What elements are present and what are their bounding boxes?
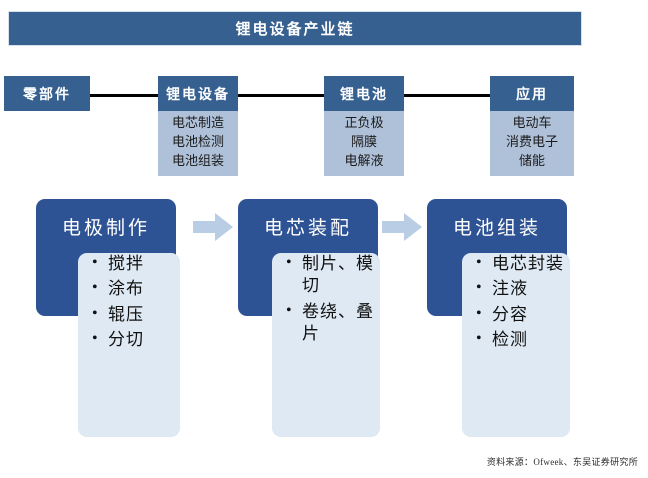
chain-node-head: 零部件: [4, 76, 90, 111]
process-step-1-list: 搅拌 涂布 辊压 分切: [78, 252, 180, 355]
chain-node-head: 锂电设备: [158, 76, 238, 111]
list-item: 卷绕、叠片: [272, 300, 380, 346]
list-item: 辊压: [78, 303, 180, 326]
process-step-title: 电池组装: [452, 218, 541, 239]
page-title-banner: 锂电设备产业链: [8, 11, 582, 46]
chain-node-body: 电芯制造 电池检测 电池组装: [158, 111, 238, 176]
list-item: 注液: [462, 277, 570, 300]
chain-node-item: 隔膜: [350, 133, 377, 149]
list-item: 检测: [462, 328, 570, 351]
chain-node-lithium-battery[interactable]: 锂电池 正负极 隔膜 电解液: [324, 76, 404, 176]
chain-node-item: 电池组装: [171, 152, 224, 168]
right-arrow-icon: [382, 213, 422, 241]
chain-node-body: 正负极 隔膜 电解液: [324, 111, 404, 176]
chain-node-lithium-equipment[interactable]: 锂电设备 电芯制造 电池检测 电池组装: [158, 76, 238, 176]
chain-node-item: 消费电子: [505, 133, 558, 149]
chain-node-item: 电解液: [344, 152, 384, 168]
list-item: 搅拌: [78, 252, 180, 275]
source-note: 资料来源：Ofweek、东吴证券研究所: [486, 457, 638, 467]
list-item: 分容: [462, 303, 570, 326]
chain-node-item: 电池检测: [171, 133, 224, 149]
list-item: 电芯封装: [462, 252, 570, 275]
chain-node-application[interactable]: 应用 电动车 消费电子 储能: [490, 76, 574, 176]
chain-node-item: 储能: [518, 152, 545, 168]
process-step-title: 电极制作: [61, 218, 150, 239]
page-title: 锂电设备产业链: [235, 22, 355, 38]
chain-node-item: 正负极: [344, 115, 384, 130]
process-step-2-list: 制片、模切 卷绕、叠片: [272, 252, 380, 349]
connector-line-2: [237, 94, 325, 97]
process-step-3-list: 电芯封装 注液 分容 检测: [462, 252, 570, 355]
chain-node-head: 锂电池: [324, 76, 404, 111]
list-item: 分切: [78, 328, 180, 351]
process-step-title: 电芯装配: [263, 218, 352, 239]
chain-node-body: 电动车 消费电子 储能: [490, 111, 574, 176]
list-item: 涂布: [78, 277, 180, 300]
chain-node-item: 电芯制造: [171, 115, 224, 130]
list-item: 制片、模切: [272, 252, 380, 298]
connector-line-1: [88, 94, 160, 97]
chain-node-head: 应用: [490, 76, 574, 111]
connector-line-3: [402, 94, 492, 97]
chain-node-components[interactable]: 零部件: [4, 76, 90, 111]
chain-node-item: 电动车: [512, 115, 552, 130]
right-arrow-icon: [193, 213, 233, 241]
